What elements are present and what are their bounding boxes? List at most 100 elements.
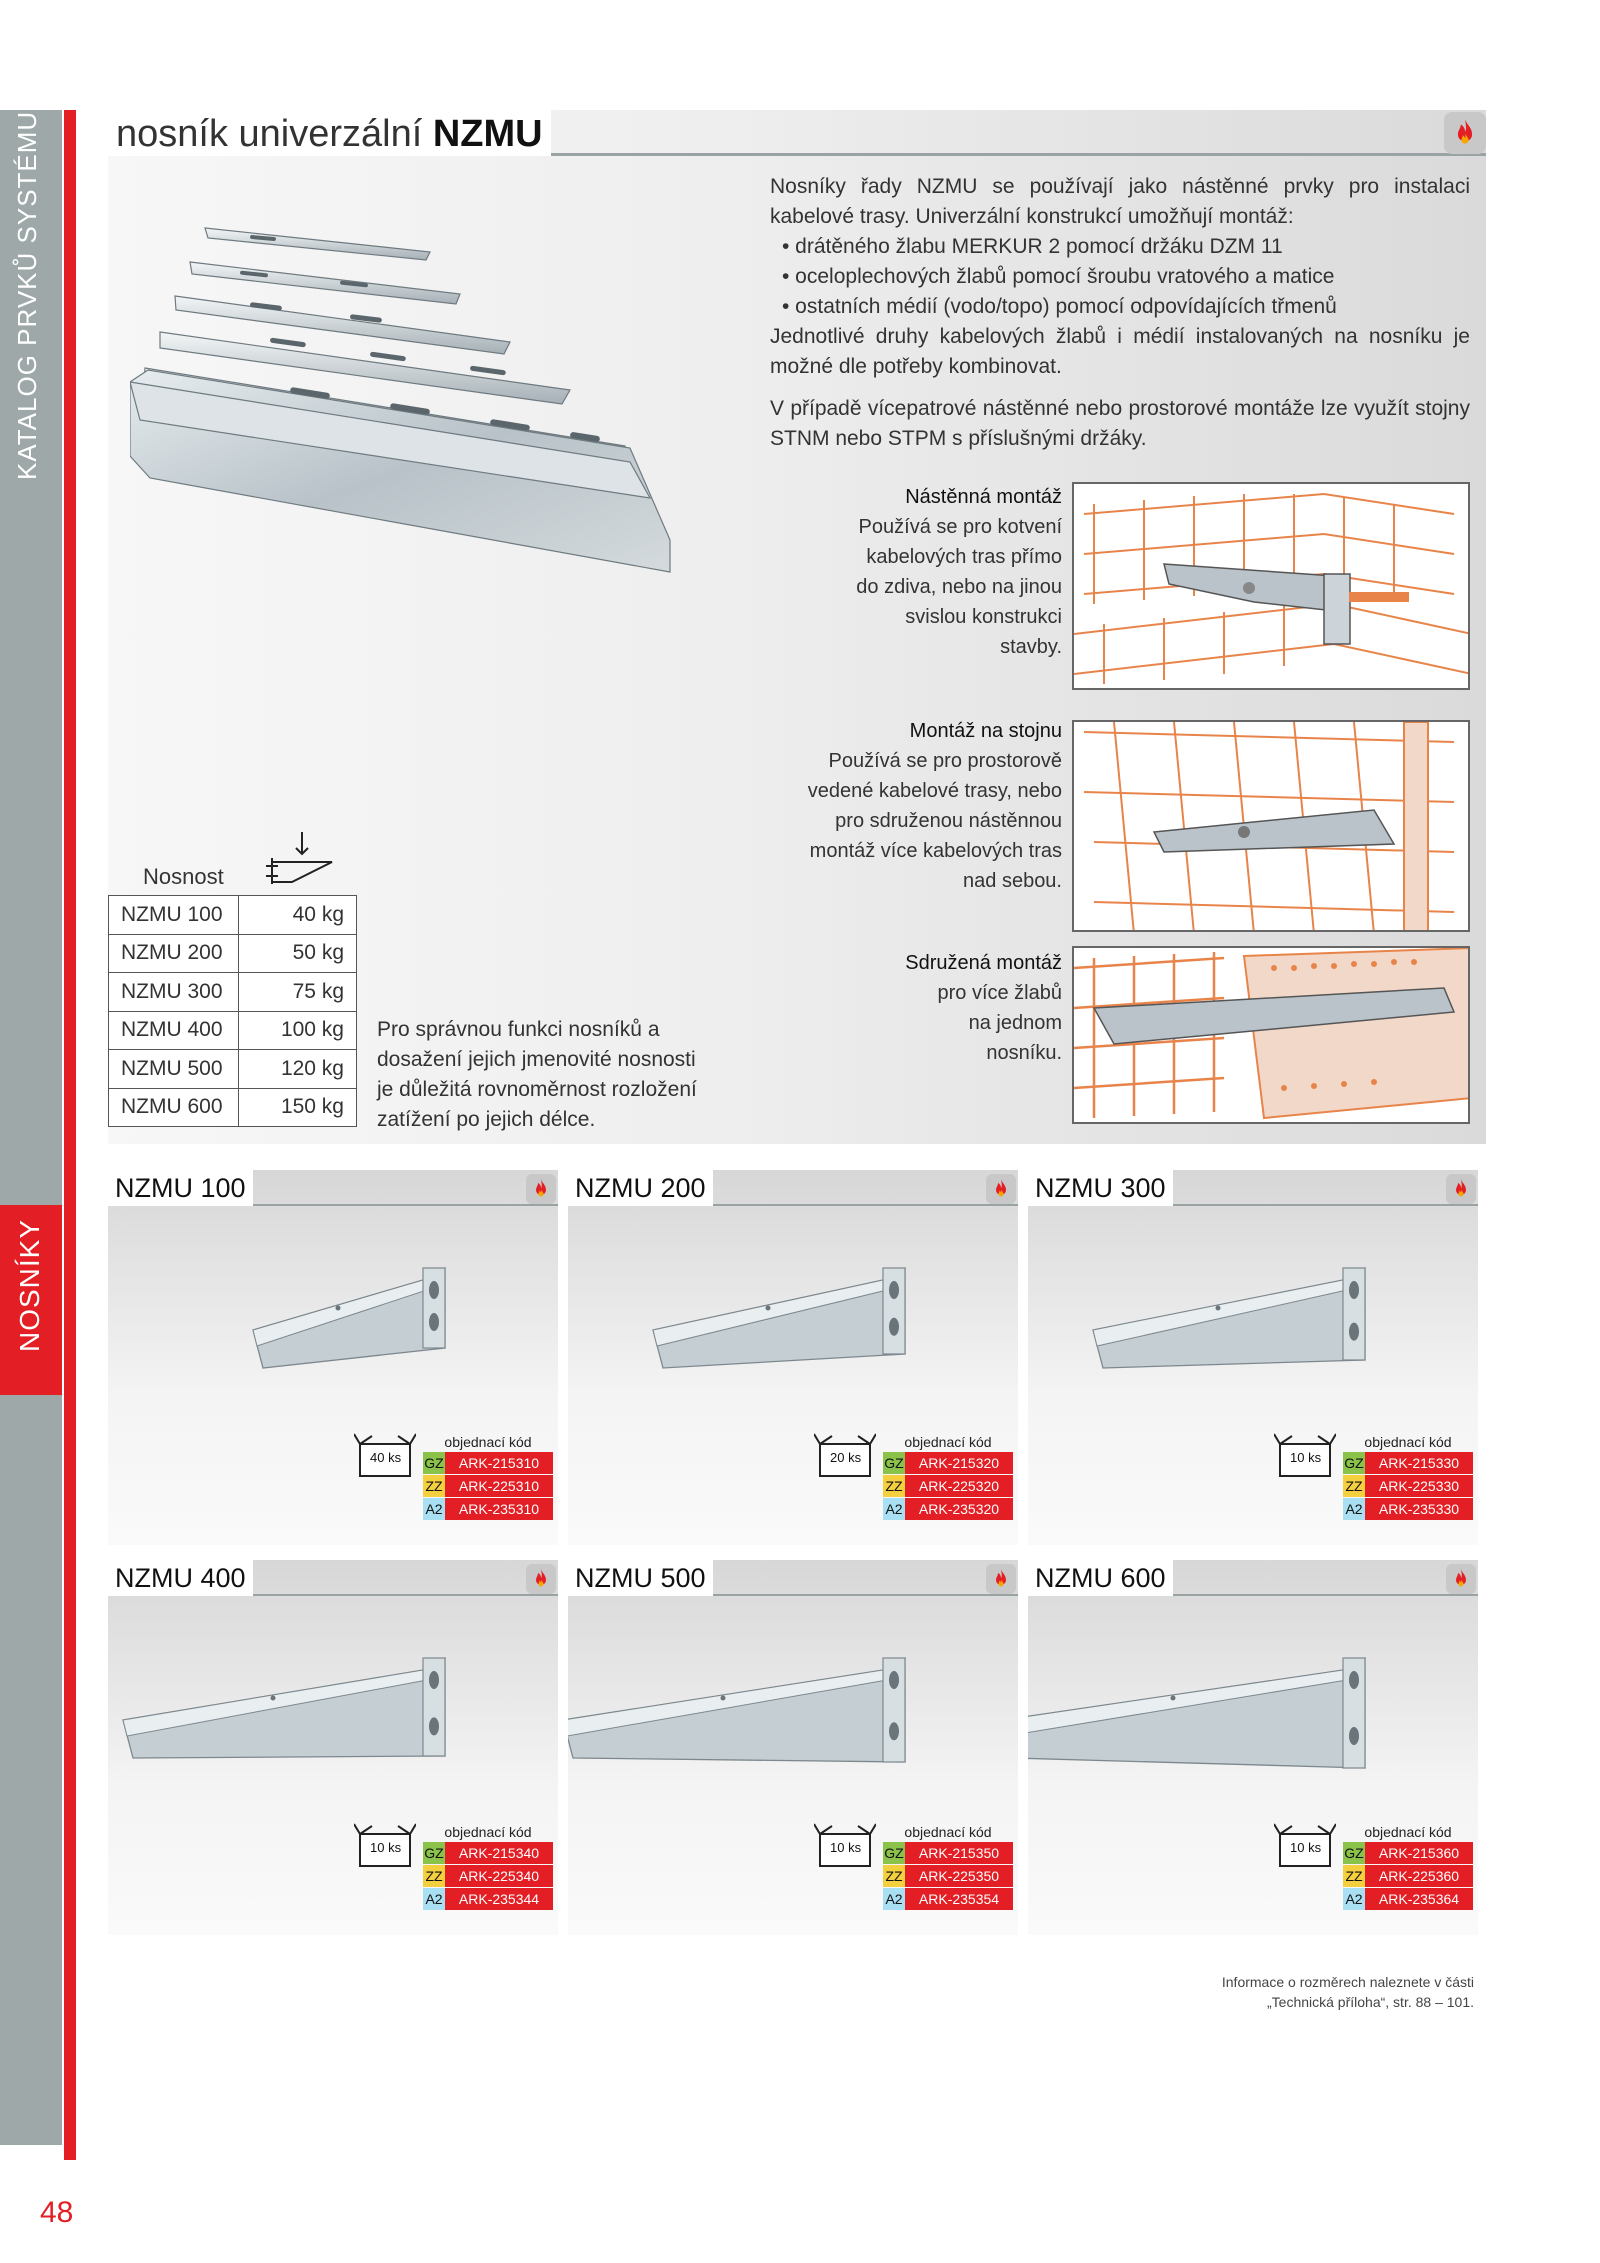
code-gz[interactable]: ARK-215310 xyxy=(445,1452,553,1474)
bracket-part xyxy=(1349,1671,1359,1689)
product-name: NZMU 300 xyxy=(1028,1170,1173,1206)
finish-a2: A2 xyxy=(423,1888,445,1910)
finish-gz: GZ xyxy=(883,1452,905,1474)
bracket-part xyxy=(1349,1281,1359,1299)
mounting-stand: Montáž na stojnu Používá se pro prostoro… xyxy=(762,716,1062,896)
order-code-label: objednací kód xyxy=(904,1824,992,1840)
footer-line: Informace o rozměrech naleznete v části xyxy=(1221,1974,1474,1990)
code-a2[interactable]: ARK-235354 xyxy=(905,1888,1013,1910)
fire-icon xyxy=(986,1564,1016,1594)
package-box: 40 ks xyxy=(353,1430,417,1480)
description-multilevel: V případě vícepatrové nástěnné nebo pros… xyxy=(770,397,1470,450)
code-gz[interactable]: ARK-215360 xyxy=(1365,1842,1473,1864)
package-box: 20 ks xyxy=(813,1430,877,1480)
product-name: NZMU 100 xyxy=(108,1170,253,1206)
title-bar: nosník univerzální NZMU xyxy=(108,110,1486,156)
code-gz[interactable]: ARK-215320 xyxy=(905,1452,1013,1474)
product-name: NZMU 500 xyxy=(568,1560,713,1596)
load-cell: 75 kg xyxy=(238,972,357,1012)
sidebar-band xyxy=(0,110,62,1218)
finish-zz: ZZ xyxy=(1343,1865,1365,1887)
bracket-part xyxy=(429,1281,439,1299)
model-cell: NZMU 300 xyxy=(108,972,239,1012)
finish-zz: ZZ xyxy=(1343,1475,1365,1497)
fire-icon xyxy=(1446,1174,1476,1204)
fire-icon xyxy=(526,1174,556,1204)
order-code-label: objednací kód xyxy=(444,1824,532,1840)
bracket-part xyxy=(122,1656,446,1759)
fire-icon xyxy=(526,1564,556,1594)
bracket-part xyxy=(335,1305,341,1311)
mounting-text: pro více žlabů na jednom nosníku. xyxy=(937,982,1062,1064)
code-gz[interactable]: ARK-215340 xyxy=(445,1842,553,1864)
load-distribution-note: Pro správnou funkci nosníků a dosažení j… xyxy=(377,1018,697,1131)
code-zz[interactable]: ARK-225340 xyxy=(445,1865,553,1887)
bracket-part xyxy=(1349,1322,1359,1341)
code-a2[interactable]: ARK-235364 xyxy=(1365,1888,1473,1910)
fire-icon xyxy=(1444,112,1486,154)
mounting-options-list: • drátěného žlabu MERKUR 2 pomocí držáku… xyxy=(770,232,1470,322)
load-cell: 150 kg xyxy=(238,1087,357,1127)
code-gz[interactable]: ARK-215350 xyxy=(905,1842,1013,1864)
order-code-label: objednací kód xyxy=(444,1434,532,1450)
code-a2[interactable]: ARK-235310 xyxy=(445,1498,553,1520)
bracket-part xyxy=(882,1267,906,1355)
bracket-image xyxy=(1028,1656,1366,1769)
finish-a2: A2 xyxy=(883,1498,905,1520)
section-label[interactable]: NOSNÍKY xyxy=(14,1218,45,1352)
catalog-label: KATALOG PRVKŮ SYSTÉMU xyxy=(12,110,42,480)
code-zz[interactable]: ARK-225320 xyxy=(905,1475,1013,1497)
card-underline xyxy=(108,1204,558,1206)
code-zz[interactable]: ARK-225360 xyxy=(1365,1865,1473,1887)
code-zz[interactable]: ARK-225350 xyxy=(905,1865,1013,1887)
product-name: NZMU 400 xyxy=(108,1560,253,1596)
model-cell: NZMU 100 xyxy=(108,895,239,935)
code-a2[interactable]: ARK-235330 xyxy=(1365,1498,1473,1520)
finish-gz: GZ xyxy=(1343,1452,1365,1474)
code-a2[interactable]: ARK-235320 xyxy=(905,1498,1013,1520)
mounting-text: Používá se pro prostorově vedené kabelov… xyxy=(807,750,1062,892)
footer-line: „Technická příloha“, str. 88 – 101. xyxy=(1267,1994,1474,2010)
code-zz[interactable]: ARK-225330 xyxy=(1365,1475,1473,1497)
code-a2[interactable]: ARK-235344 xyxy=(445,1888,553,1910)
finish-a2: A2 xyxy=(1343,1498,1365,1520)
package-box: 10 ks xyxy=(813,1820,877,1870)
finish-a2: A2 xyxy=(423,1498,445,1520)
stand-mount-image xyxy=(1072,720,1470,932)
bracket-part xyxy=(270,1695,276,1701)
load-cell: 50 kg xyxy=(238,933,357,973)
finish-zz: ZZ xyxy=(883,1475,905,1497)
model-cell: NZMU 200 xyxy=(108,933,239,973)
card-underline xyxy=(108,1594,558,1596)
product-description: Nosníky řady NZMU se používají jako nást… xyxy=(770,172,1470,454)
code-zz[interactable]: ARK-225310 xyxy=(445,1475,553,1497)
finish-a2: A2 xyxy=(1343,1888,1365,1910)
order-code-label: objednací kód xyxy=(1364,1824,1452,1840)
model-cell: NZMU 600 xyxy=(108,1087,239,1127)
bracket-family-illustration xyxy=(130,227,671,573)
code-gz[interactable]: ARK-215330 xyxy=(1365,1452,1473,1474)
product-name: NZMU 200 xyxy=(568,1170,713,1206)
model-cell: NZMU 400 xyxy=(108,1010,239,1050)
